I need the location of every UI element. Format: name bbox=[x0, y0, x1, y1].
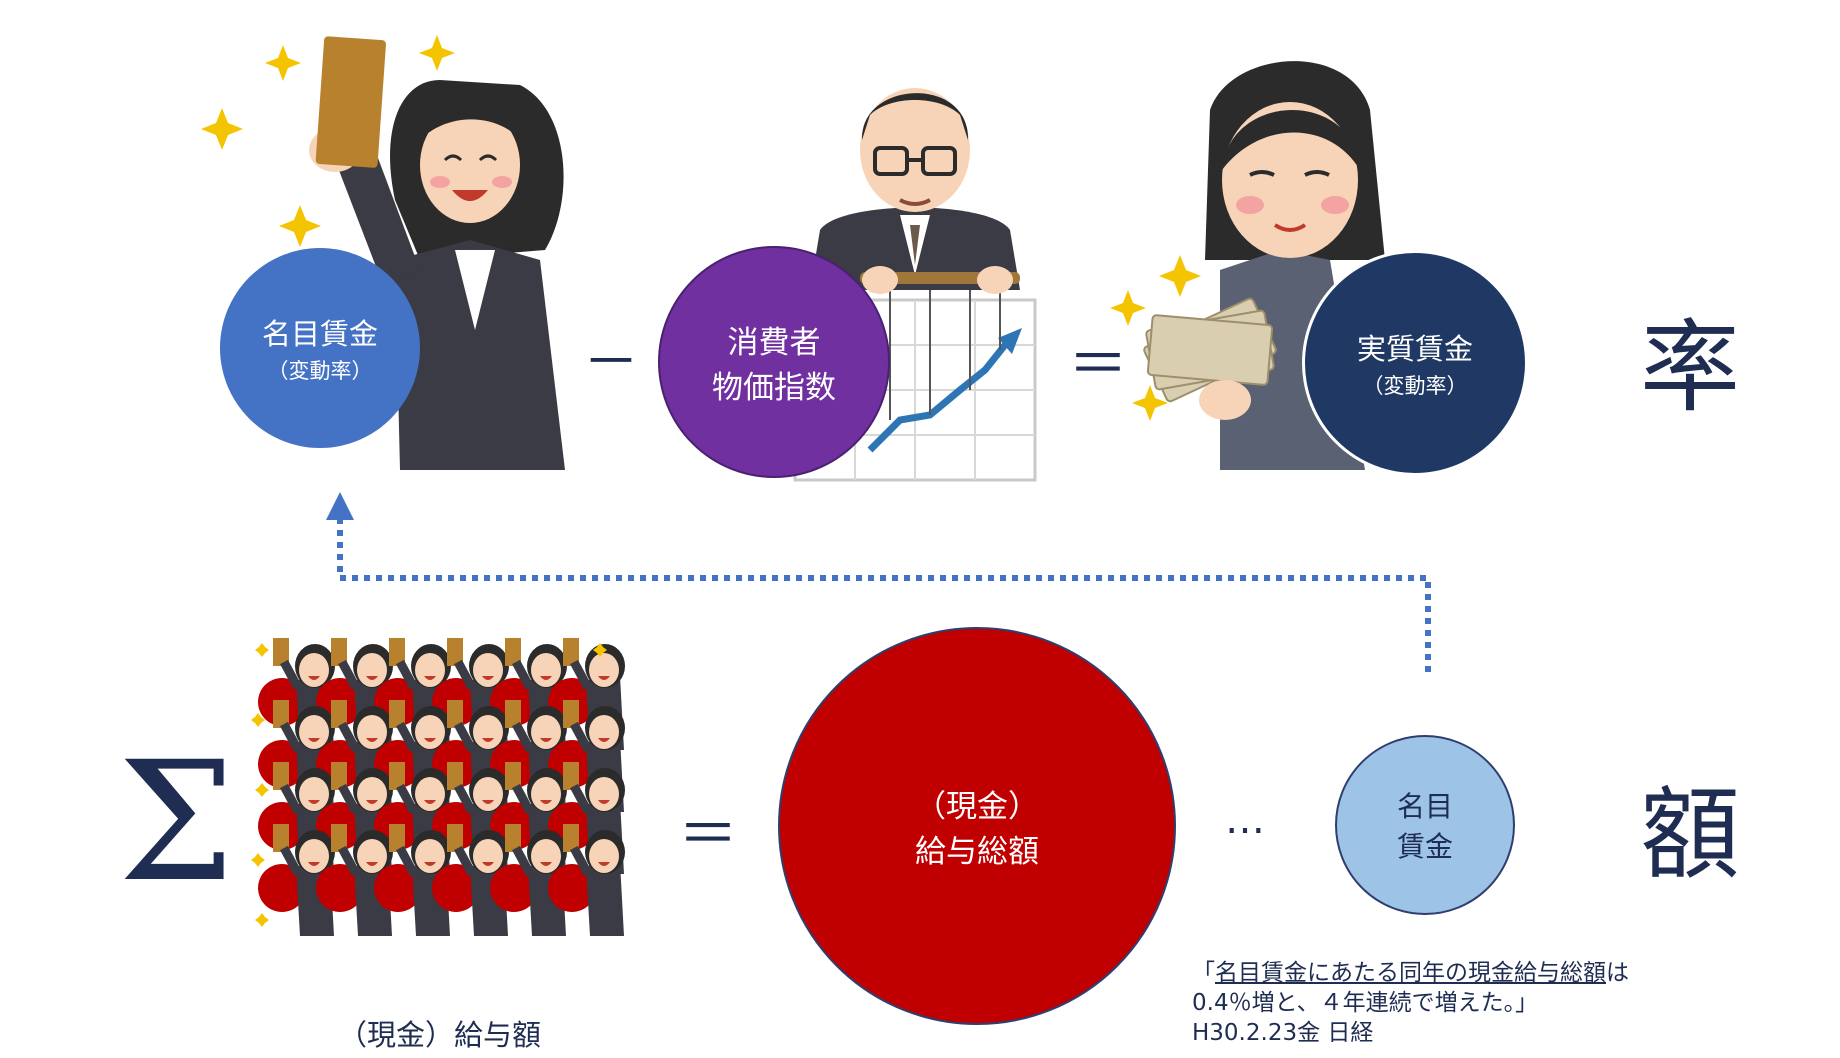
quote-rest: は bbox=[1606, 960, 1629, 986]
real-wage-rate-circle: 実質賃金 （変動率） bbox=[1302, 250, 1528, 476]
quote-open: 「 bbox=[1192, 960, 1215, 986]
nominal-small-line1: 名目 bbox=[1396, 790, 1453, 823]
sparkle-icon bbox=[251, 713, 265, 727]
rate-character: 率 bbox=[1640, 309, 1740, 426]
nominal-small-line2: 賃金 bbox=[1396, 830, 1453, 863]
group-caption: （現金）給与額 bbox=[338, 1018, 542, 1052]
total-cash-wages-circle: （現金） 給与総額 bbox=[778, 627, 1176, 1025]
real-wage-title: 実質賃金 bbox=[1356, 332, 1473, 366]
ellipsis: … bbox=[1225, 797, 1265, 843]
real-wage-sub: （変動率） bbox=[1362, 374, 1468, 398]
nominal-wage-rate-circle: 名目賃金 （変動率） bbox=[220, 248, 420, 448]
sparkle-icon bbox=[251, 853, 265, 867]
sparkle-icon bbox=[255, 783, 269, 797]
sparkle-icon bbox=[255, 913, 269, 927]
total-line1: （現金） bbox=[915, 789, 1039, 825]
sparkle-icon bbox=[255, 643, 269, 657]
cpi-circle: 消費者 物価指数 bbox=[658, 246, 890, 478]
equals-sign-top: ＝ bbox=[1068, 330, 1128, 400]
newspaper-quote: 「名目賃金にあたる同年の現金給与総額は 0.4％増と、４年連続で増えた。」 H3… bbox=[1192, 958, 1629, 1048]
nominal-wage-title: 名目賃金 bbox=[261, 317, 378, 351]
total-line2: 給与総額 bbox=[915, 834, 1039, 870]
amount-character: 額 bbox=[1640, 776, 1740, 893]
quote-line2: 0.4％増と、４年連続で増えた。」 bbox=[1192, 990, 1539, 1016]
nominal-wage-sub: （変動率） bbox=[267, 359, 373, 383]
sparkle-icon bbox=[593, 643, 607, 657]
worker-figure bbox=[490, 824, 567, 936]
quote-line1: 「名目賃金にあたる同年の現金給与総額は bbox=[1192, 958, 1629, 988]
quote-source: H30.2.23金 日経 bbox=[1192, 1020, 1374, 1046]
worker-figure bbox=[258, 824, 335, 936]
worker-figure bbox=[548, 824, 625, 936]
quote-underlined: 名目賃金にあたる同年の現金給与総額 bbox=[1215, 960, 1606, 986]
cpi-line1: 消費者 bbox=[727, 325, 821, 361]
minus-sign: － bbox=[583, 330, 639, 395]
worker-figure bbox=[316, 824, 393, 936]
cpi-line2: 物価指数 bbox=[712, 370, 836, 406]
equals-sign-bottom: ＝ bbox=[678, 800, 738, 870]
nominal-wage-small-circle: 名目 賃金 bbox=[1335, 735, 1515, 915]
sigma-symbol: Σ bbox=[118, 726, 235, 918]
